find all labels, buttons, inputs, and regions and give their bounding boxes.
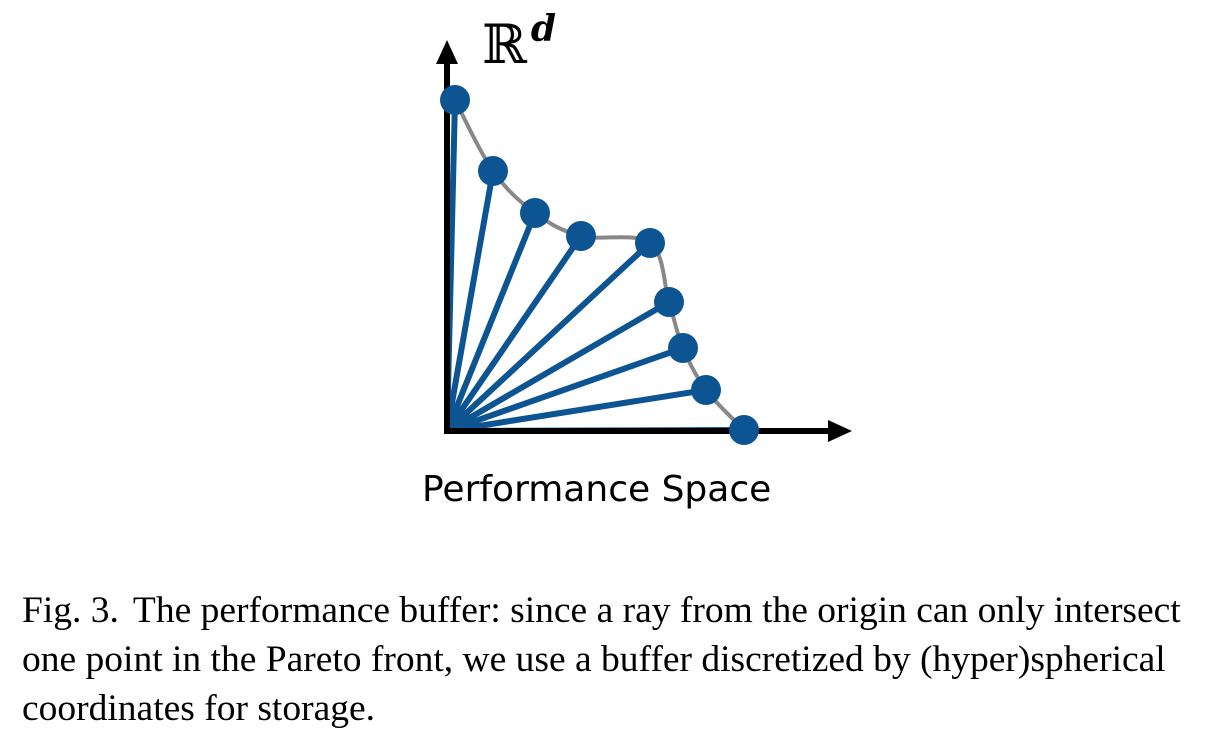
caption-text: The performance buffer: since a ray from… xyxy=(22,590,1181,729)
real-space-letter: ℝ xyxy=(482,13,527,76)
ray-7 xyxy=(444,345,686,434)
pareto-point-3 xyxy=(520,198,550,228)
figure-caption: Fig. 3.The performance buffer: since a r… xyxy=(22,586,1208,733)
x-axis-arrowhead xyxy=(828,420,852,442)
pareto-point-group xyxy=(440,85,759,445)
ray-4 xyxy=(444,233,584,434)
ray-2 xyxy=(444,168,496,434)
diagram-canvas xyxy=(436,40,852,445)
pareto-point-1 xyxy=(440,85,470,115)
pareto-point-8 xyxy=(691,375,721,405)
axes xyxy=(436,40,852,442)
performance-space-label: Performance Space xyxy=(422,469,772,510)
pareto-point-4 xyxy=(566,221,596,251)
ray-3 xyxy=(444,210,538,434)
pareto-point-6 xyxy=(654,287,684,317)
ray-8 xyxy=(444,387,709,434)
y-axis-arrowhead xyxy=(436,40,458,64)
ray-6 xyxy=(444,299,672,434)
pareto-point-2 xyxy=(478,156,508,186)
pareto-point-9 xyxy=(729,415,759,445)
ray-5 xyxy=(444,240,653,434)
pareto-point-5 xyxy=(635,228,665,258)
pareto-point-7 xyxy=(668,333,698,363)
caption-label: Fig. 3. xyxy=(22,590,119,631)
dimension-superscript: d xyxy=(530,8,557,50)
